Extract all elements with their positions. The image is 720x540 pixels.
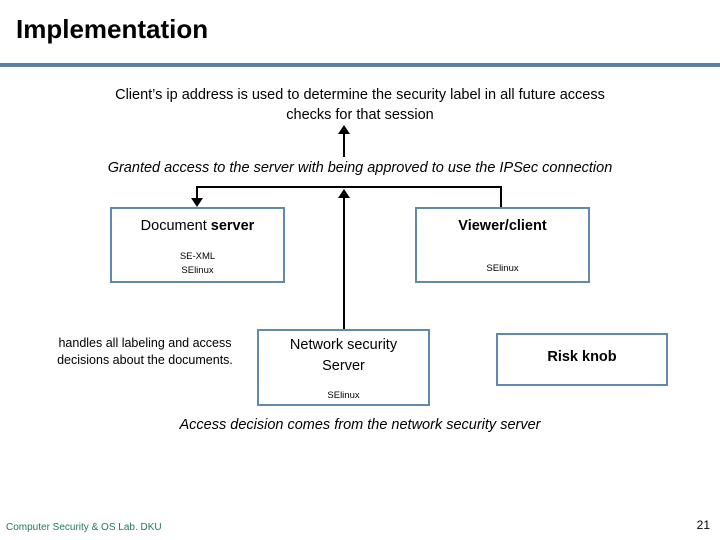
connector-bracket-left	[196, 186, 198, 200]
caption-client-ip: Client’s ip address is used to determine…	[115, 87, 605, 123]
box-viewer-client[interactable]: Viewer/client SElinux	[415, 207, 590, 283]
page-title: Implementation	[16, 14, 209, 44]
footer-lab-label: Computer Security & OS Lab. DKU	[6, 522, 162, 533]
arrow-up-short-head-icon	[338, 125, 350, 134]
box-viewer-client-sub: SElinux	[486, 263, 519, 274]
box-risk-knob[interactable]: Risk knob	[496, 333, 668, 386]
arrow-down-head-icon	[191, 198, 203, 207]
arrow-up-short-stem	[343, 131, 345, 157]
box-viewer-client-title: Viewer/client	[458, 218, 547, 234]
box-network-security-server-title: Network security Server	[259, 335, 428, 377]
box-risk-knob-title: Risk knob	[547, 349, 617, 365]
box-network-security-server-title-line2: Server	[322, 358, 365, 375]
box-network-security-server-title-line1: Network security	[289, 337, 398, 353]
caption-granted-access: Granted access to the server with being …	[107, 160, 613, 176]
footer-page-number: 21	[696, 518, 710, 532]
box-network-security-server[interactable]: Network security Server SElinux	[257, 329, 430, 406]
arrow-up-long-stem	[343, 196, 345, 329]
note-handles-labeling: handles all labeling and access decision…	[57, 336, 233, 367]
box-document-server-title-plain: Document	[140, 218, 211, 234]
connector-bracket-top	[196, 186, 502, 188]
title-divider	[0, 63, 720, 67]
arrow-up-long-head-icon	[338, 189, 350, 198]
box-document-server-title-bold: server	[210, 218, 255, 234]
box-document-server-title: Document server	[112, 216, 283, 237]
box-network-security-server-sub: SElinux	[327, 390, 360, 401]
box-document-server-sub: SE-XML SElinux	[112, 250, 283, 278]
box-document-server-sub-line1: SE-XML	[179, 251, 216, 262]
connector-bracket-right	[500, 186, 502, 208]
caption-access-decision: Access decision comes from the network s…	[179, 417, 541, 433]
box-document-server[interactable]: Document server SE-XML SElinux	[110, 207, 285, 283]
box-document-server-sub-line2: SElinux	[181, 264, 214, 276]
